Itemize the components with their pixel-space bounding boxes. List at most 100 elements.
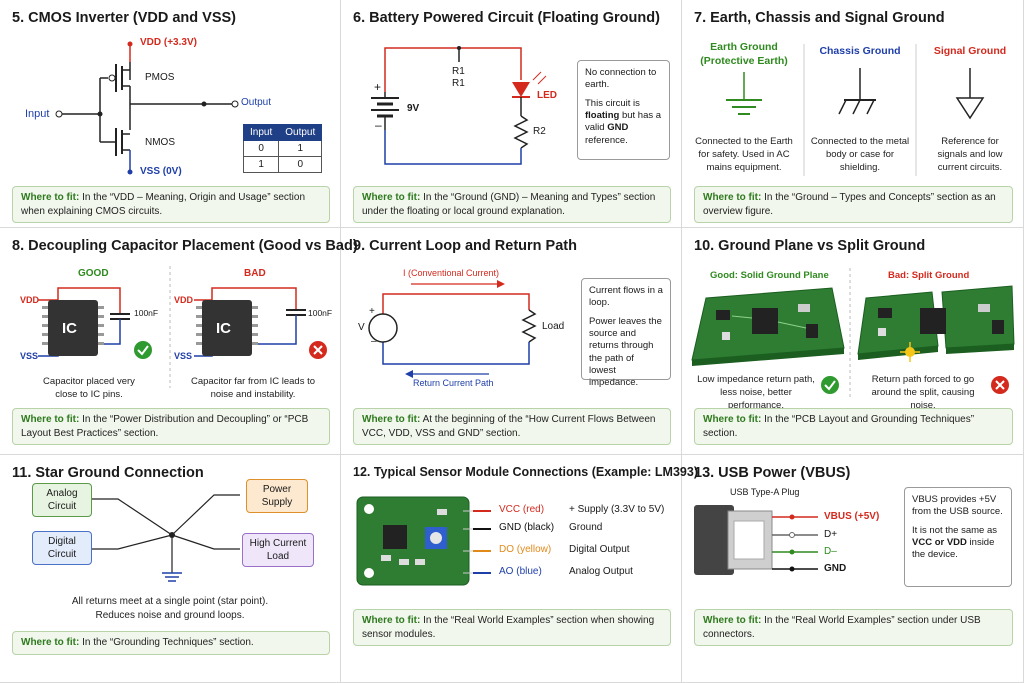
pin-gnd: GND (black) <box>499 522 555 533</box>
r2-label: R2 <box>533 126 546 137</box>
where-to-fit-box: Where to fit: In the “PCB Layout and Gro… <box>694 408 1013 445</box>
fit-text: In the “Power Distribution and Decouplin… <box>21 414 309 439</box>
r1-label-2: R1 <box>452 78 465 89</box>
truth-table-cell: 0 <box>278 156 323 173</box>
fit-text: In the “Ground (GND) – Meaning and Types… <box>362 192 656 217</box>
star-ground-diagram <box>92 494 240 582</box>
signal-ground-title: Signal Ground <box>933 45 1007 57</box>
panel-title: 8. Decoupling Capacitor Placement (Good … <box>12 238 358 254</box>
where-to-fit-box: Where to fit: In the “Ground – Types and… <box>694 186 1013 223</box>
truth-table-cell: 1 <box>278 140 323 157</box>
dminus-label: D– <box>824 546 837 557</box>
fit-text: In the “Ground – Types and Concepts” sec… <box>703 192 996 217</box>
note-text-2: Power leaves the source and returns thro… <box>589 315 662 389</box>
pin-gnd-desc: Ground <box>569 522 603 533</box>
truth-table-cell: 0 <box>242 140 280 157</box>
panel-title: 10. Ground Plane vs Split Ground <box>694 238 926 254</box>
star-desc-line2: Reduces noise and ground loops. <box>95 609 245 621</box>
battery-plus-label: + <box>374 80 382 94</box>
bad-plane-desc: Return path forced to go around the spli… <box>871 374 975 411</box>
signal-ground-desc: Reference for signals and low current ci… <box>937 136 1003 173</box>
vss-label: VSS (0V) <box>140 166 182 177</box>
decoupling-schematic <box>38 266 327 388</box>
floating-note: No connection to earth. This circuit is … <box>577 60 670 160</box>
note-text: No connection to earth. <box>585 67 657 91</box>
fit-label: Where to fit: <box>21 414 80 425</box>
pin-vcc: VCC (red) <box>499 504 545 515</box>
input-label: Input <box>25 108 50 120</box>
star-desc-line1: All returns meet at a single point (star… <box>71 596 269 607</box>
pin-vcc-desc: + Supply (3.3V to 5V) <box>569 504 665 515</box>
fit-text: At the beginning of the “How Current Flo… <box>362 414 656 439</box>
pin-do: DO (yellow) <box>499 544 552 555</box>
pin-ao-desc: Analog Output <box>569 566 633 577</box>
vbus-label: VBUS (+5V) <box>824 511 880 522</box>
sensor-module-illustration <box>356 496 491 586</box>
where-to-fit-box: Where to fit: In the “VDD – Meaning, Ori… <box>12 186 330 223</box>
where-to-fit-box: Where to fit: In the “Real World Example… <box>353 609 671 646</box>
panel-title: 9. Current Loop and Return Path <box>353 238 577 254</box>
gnd-label: GND <box>824 563 847 574</box>
fit-label: Where to fit: <box>21 192 80 203</box>
power-supply-box: Power Supply <box>246 479 308 513</box>
fit-label: Where to fit: <box>362 192 421 203</box>
pin-wires <box>473 510 491 574</box>
analog-circuit-box: Analog Circuit <box>32 483 92 517</box>
good-desc: Capacitor placed very close to IC pins. <box>43 376 135 400</box>
battery-voltage-label: 9V <box>407 103 420 114</box>
cap-value-label-bad: 100nF <box>308 308 333 318</box>
good-label: GOOD <box>78 268 109 279</box>
current-loop-schematic <box>368 280 537 378</box>
note-text-2: This circuit is floating but has a valid… <box>585 97 662 146</box>
panel-usb-power: 13. USB Power (VBUS) USB Type-A Plug VBU… <box>682 455 1024 683</box>
current-loop-note: Current flows in a loop. Power leaves th… <box>581 278 671 388</box>
panel-title: 11. Star Ground Connection <box>12 465 204 481</box>
pin-ao: AO (blue) <box>499 566 542 577</box>
fit-text: In the “VDD – Meaning, Origin and Usage”… <box>21 192 305 217</box>
ic-label: IC <box>62 320 77 337</box>
panel-title: 5. CMOS Inverter (VDD and VSS) <box>12 10 236 26</box>
panel-sensor-module: 12. Typical Sensor Module Connections (E… <box>341 455 698 683</box>
usb-plug-label: USB Type-A Plug <box>730 487 800 497</box>
good-plane-desc: Low impedance return path, less noise, b… <box>697 374 815 411</box>
fit-text: In the “Grounding Techniques” section. <box>82 637 254 648</box>
fit-text: In the “Real World Examples” section und… <box>703 615 981 640</box>
truth-table-cell: 1 <box>242 156 280 173</box>
led-label: LED <box>537 90 557 101</box>
panel-ground-types: 7. Earth, Chassis and Signal Ground Eart… <box>682 0 1024 228</box>
truth-table-header: Input <box>242 124 280 141</box>
vbus-note: VBUS provides +5V from the USB source. I… <box>904 487 1012 587</box>
bad-label: BAD <box>244 268 266 279</box>
battery-circuit-schematic <box>371 46 547 165</box>
source-v-label: V <box>358 322 365 333</box>
where-to-fit-box: Where to fit: In the “Ground (GND) – Mea… <box>353 186 671 223</box>
earth-ground-title: Earth Ground (Protective Earth) <box>700 41 788 68</box>
panel-ground-plane: 10. Ground Plane vs Split Ground <box>682 228 1024 455</box>
source-plus-label: + <box>369 306 375 317</box>
panel-current-loop: 9. Current Loop and Return Path I (Conve… <box>341 228 682 455</box>
split-plane-pcb <box>857 285 1015 362</box>
ground-symbols <box>726 44 985 176</box>
digital-circuit-box: Digital Circuit <box>32 531 92 565</box>
where-to-fit-box: Where to fit: At the beginning of the “H… <box>353 408 671 445</box>
where-to-fit-box: Where to fit: In the “Power Distribution… <box>12 408 330 445</box>
r1-label: R1 <box>452 66 465 77</box>
output-label: Output <box>241 97 272 108</box>
return-path-label: Return Current Path <box>413 378 494 388</box>
cmos-inverter-schematic <box>55 41 239 175</box>
vdd-label-bad: VDD <box>174 295 194 305</box>
truth-table-header: Output <box>278 124 323 141</box>
panel-floating-ground: 6. Battery Powered Circuit (Floating Gro… <box>341 0 682 228</box>
panel-star-ground: 11. Star Ground Connection Analog Circui… <box>0 455 341 683</box>
panel-cmos-inverter: 5. CMOS Inverter (VDD and VSS) VDD (+3.3… <box>0 0 341 228</box>
fit-text: In the “Real World Examples” section whe… <box>362 615 655 640</box>
earth-ground-desc: Connected to the Earth for safety. Used … <box>695 136 793 173</box>
note-text: Current flows in a loop. <box>589 285 663 309</box>
fit-label: Where to fit: <box>21 637 80 648</box>
fit-label: Where to fit: <box>362 414 421 425</box>
usb-plug-illustration <box>694 505 818 575</box>
vdd-label: VDD <box>20 295 40 305</box>
where-to-fit-box: Where to fit: In the “Real World Example… <box>694 609 1013 646</box>
